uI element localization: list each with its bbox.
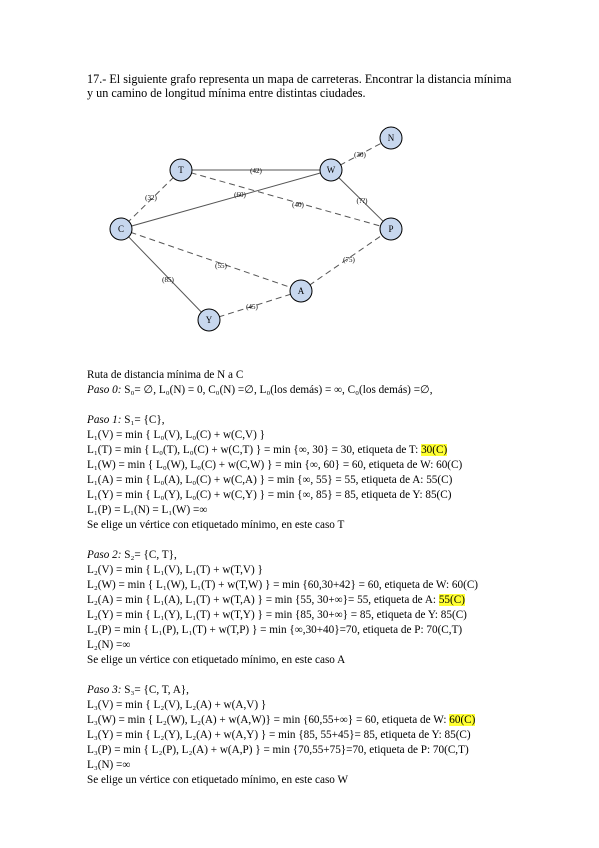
node-label-c: C — [118, 224, 124, 234]
paso-2-line-3-text: L₂(A) = min { L₁(A), L₁(T) + w(T,A) } = … — [87, 594, 439, 606]
edge-c-a — [120, 228, 302, 292]
node-label-y: Y — [206, 315, 213, 325]
paso-2-line-4: L₂(Y) = min { L₁(Y), L₁(T) + w(T,Y) } = … — [87, 609, 467, 621]
paso-1-set: S₁= {C}, — [124, 414, 165, 426]
problem-line-1: 17.- El siguiente grafo representa un ma… — [87, 72, 512, 86]
edge-y-a — [208, 290, 302, 321]
node-t — [169, 158, 193, 182]
highlight-label-t: 30(C) — [421, 444, 448, 456]
paso-3-set: S₃= {C, T, A}, — [124, 684, 189, 696]
edge-label-a-p: (75) — [343, 256, 355, 264]
node-label-n: N — [388, 133, 395, 143]
solution-text: Ruta de distancia mínima de N a C Paso 0… — [87, 368, 587, 788]
paso-2-line-1: L₂(V) = min { L₁(V), L₁(T) + w(T,V) } — [87, 564, 263, 576]
edge-c-w — [120, 169, 332, 230]
paso-3-line-4: L₃(P) = min { L₂(P), L₂(A) + w(A,P) } = … — [87, 744, 469, 756]
paso-3-line-3: L₃(Y) = min { L₂(Y), L₂(A) + w(A,Y) } = … — [87, 729, 471, 741]
edge-c-y — [120, 228, 210, 321]
edge-w-p — [330, 169, 392, 230]
node-label-w: W — [327, 165, 336, 175]
paso-2-line-2: L₂(W) = min { L₁(W), L₁(T) + w(T,W) } = … — [87, 579, 479, 591]
paso-2-line-3: L₂(A) = min { L₁(A), L₁(T) + w(T,A) } = … — [87, 593, 587, 608]
paso-3-header: Paso 3: S₃= {C, T, A}, — [87, 683, 587, 698]
paso-3-line-6: Se elige un vértice con etiquetado mínim… — [87, 774, 349, 786]
problem-line-2: y un camino de longitud mínima entre dis… — [87, 86, 366, 100]
node-w — [319, 158, 343, 182]
edge-label-w-n: (30) — [354, 151, 366, 159]
node-c — [109, 217, 133, 241]
edge-label-t-c: (32) — [145, 194, 157, 202]
node-label-p: P — [388, 224, 393, 234]
paso-1-line-2-text: L₁(T) = min { L₀(T), L₀(C) + w(C,T) } = … — [87, 444, 422, 456]
paso-0: Paso 0: S₀= ∅, L₀(N) = 0, C₀(N) =∅, L₀(l… — [87, 383, 587, 398]
edge-a-p — [300, 228, 392, 292]
edge-label-w-p: (??) — [357, 197, 369, 205]
paso-1-line-6: L₁(P) = L₁(N) = L₁(W) =∞ — [87, 504, 208, 516]
paso-1-line-2: L₁(T) = min { L₀(T), L₀(C) + w(C,T) } = … — [87, 443, 587, 458]
paso-1-label: Paso 1: — [87, 414, 122, 426]
paso-1-line-3: L₁(W) = min { L₀(W), L₀(C) + w(C,W) } = … — [87, 459, 463, 471]
paso-1-line-7: Se elige un vértice con etiquetado mínim… — [87, 519, 345, 531]
edge-label-t-w: (42) — [250, 167, 262, 175]
paso-0-text: S₀= ∅, L₀(N) = 0, C₀(N) =∅, L₀(los demás… — [124, 384, 433, 396]
node-label-a: A — [298, 286, 305, 296]
paso-0-label: Paso 0: — [87, 384, 122, 396]
edge-label-c-a: (55) — [215, 262, 227, 270]
edge-label-c-w: (60) — [234, 191, 246, 199]
paso-1-line-4: L₁(A) = min { L₀(A), L₀(C) + w(C,A) } = … — [87, 474, 453, 486]
node-y — [197, 308, 221, 332]
edge-label-t-p: (40) — [292, 201, 304, 209]
paso-3-line-2: L₃(W) = min { L₂(W), L₂(A) + w(A,W)} = m… — [87, 713, 587, 728]
paso-3-label: Paso 3: — [87, 684, 122, 696]
highlight-label-a: 55(C) — [438, 594, 465, 606]
paso-3-line-1: L₃(V) = min { L₂(V), L₂(A) + w(A,V) } — [87, 699, 267, 711]
edge-label-c-y: (85) — [162, 276, 174, 284]
paso-2-line-7: Se elige un vértice con etiquetado mínim… — [87, 654, 346, 666]
route-title: Ruta de distancia mínima de N a C — [87, 369, 244, 381]
node-p — [379, 217, 403, 241]
edge-t-p — [180, 169, 392, 230]
node-n — [379, 126, 403, 150]
paso-3-line-5: L₃(N) =∞ — [87, 759, 131, 771]
node-label-t: T — [178, 165, 184, 175]
problem-statement: 17.- El siguiente grafo representa un ma… — [87, 72, 527, 100]
edge-label-y-a: (45) — [246, 303, 258, 311]
node-a — [289, 279, 313, 303]
paso-3-line-2-text: L₃(W) = min { L₂(W), L₂(A) + w(A,W)} = m… — [87, 714, 450, 726]
paso-1-line-5: L₁(Y) = min { L₀(Y), L₀(C) + w(C,Y) } = … — [87, 489, 452, 501]
road-map-graph: (42) (30) (32) (60) (40) (??) (55) (75) … — [109, 126, 403, 332]
highlight-label-w: 60(C) — [449, 714, 476, 726]
paso-2-label: Paso 2: — [87, 549, 122, 561]
paso-2-header: Paso 2: S₂= {C, T}, — [87, 548, 587, 563]
paso-2-line-6: L₂(N) =∞ — [87, 639, 131, 651]
paso-2-set: S₂= {C, T}, — [124, 549, 177, 561]
paso-1-line-1: L₁(V) = min { L₀(V), L₀(C) + w(C,V) } — [87, 429, 265, 441]
edge-t-c — [120, 169, 182, 230]
paso-1-header: Paso 1: S₁= {C}, — [87, 413, 587, 428]
paso-2-line-5: L₂(P) = min { L₁(P), L₁(T) + w(T,P) } = … — [87, 624, 463, 636]
